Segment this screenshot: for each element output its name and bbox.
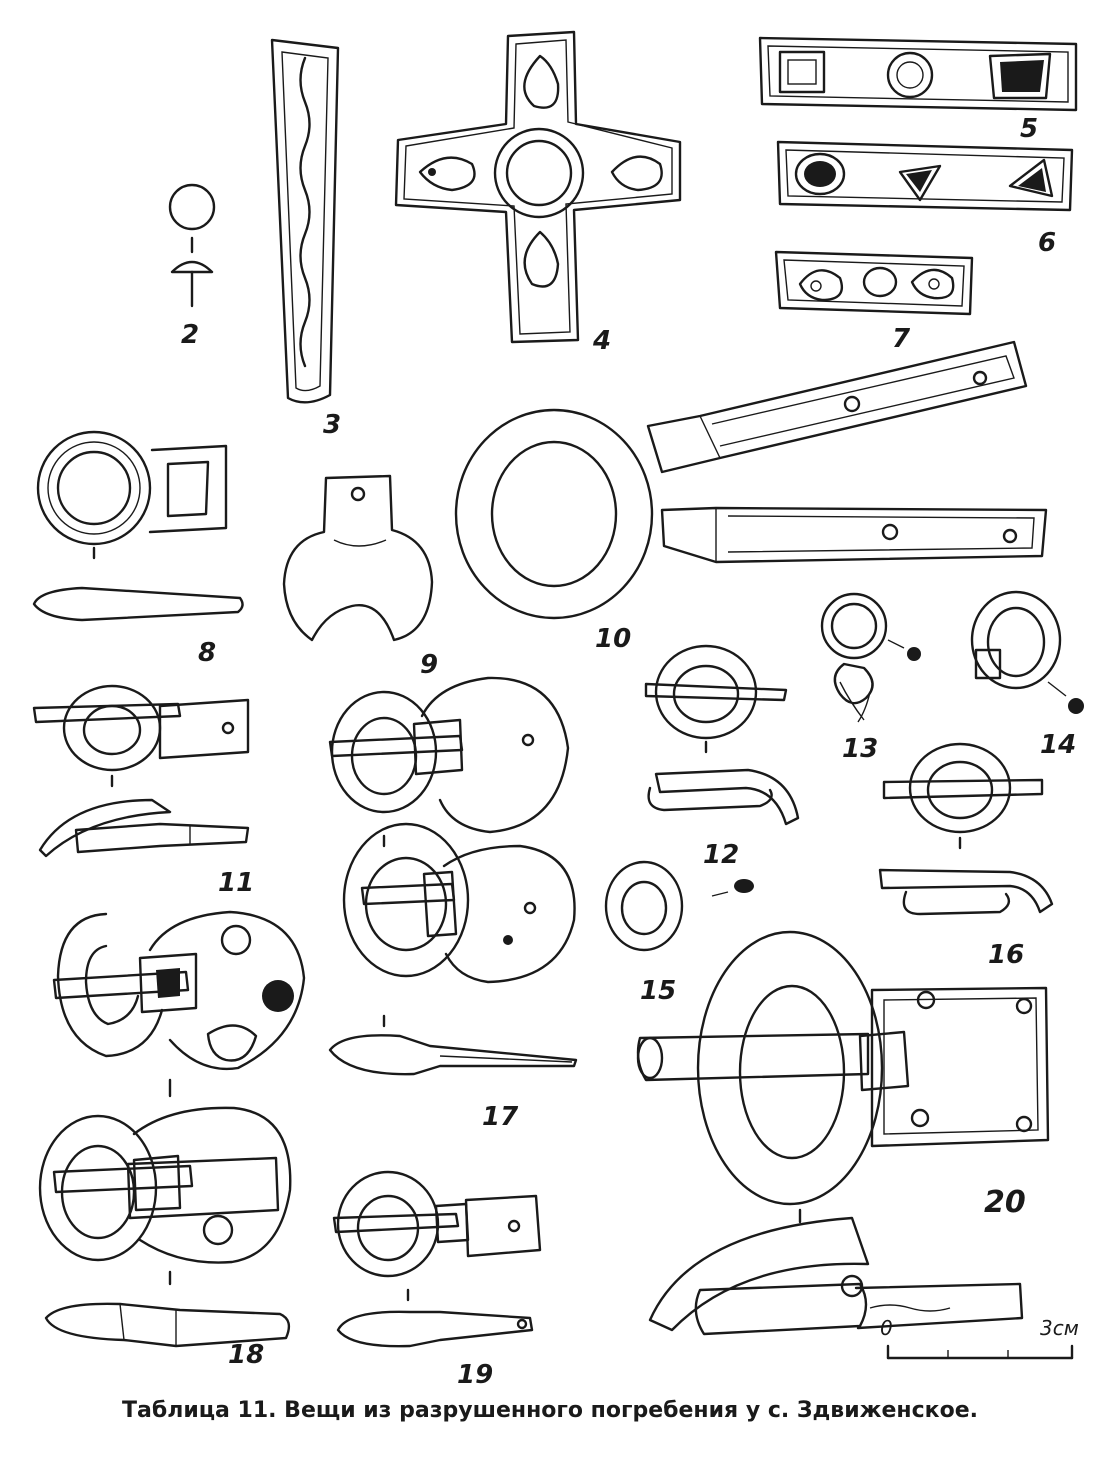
artifact-12-buckle: [644, 644, 800, 826]
artifact-18-buckle: [38, 910, 306, 1348]
figure-number-3: 3: [323, 410, 342, 440]
artifact-2-rivet: [168, 183, 216, 308]
plate-figure: 2 3 4 5 6 7 8 9 10 11 12 13 14 15 16 17 …: [32, 30, 1084, 1390]
figure-number-11: 11: [218, 868, 255, 898]
artifact-7-plaque: [774, 250, 974, 316]
figure-number-6: 6: [1038, 228, 1057, 258]
artifact-3-strap-end: [270, 38, 340, 404]
artifact-13-ring: [820, 592, 921, 723]
artifact-14-ring: [970, 590, 1084, 714]
artifact-9-pendant: [282, 474, 434, 642]
artifact-11-buckle: [32, 684, 250, 858]
artifact-20-buckle: [636, 930, 1050, 1336]
figure-number-17: 17: [482, 1102, 519, 1132]
scale-bar: [886, 1344, 1074, 1360]
figure-number-8: 8: [198, 638, 217, 668]
figure-number-18-visible: 18: [228, 1340, 265, 1370]
artifact-5-plaque: [758, 36, 1078, 112]
artifact-15-ring: [604, 860, 754, 952]
figure-number-20: 20: [984, 1185, 1026, 1220]
figure-number-2: 2: [181, 320, 200, 350]
plate-caption: Таблица 11. Вещи из разрушенного погребе…: [122, 1398, 978, 1423]
figure-number-9: 9: [420, 650, 439, 680]
figure-number-10: 10: [595, 624, 632, 654]
artifact-19-buckle: [332, 1170, 542, 1348]
figure-number-13: 13: [842, 734, 879, 764]
figure-number-19: 19: [457, 1360, 494, 1390]
artifact-drawings: [32, 30, 1084, 1360]
figure-number-14: 14: [1040, 730, 1077, 760]
scale-end-label: 3см: [1040, 1316, 1079, 1340]
figure-number-7: 7: [892, 324, 911, 354]
artifact-10-ring-and-straps: [454, 340, 1048, 620]
figure-number-16: 16: [988, 940, 1025, 970]
artifact-17-buckle: [328, 676, 578, 1076]
artifact-8-buckle: [32, 430, 244, 622]
scale-start-label: 0: [880, 1316, 893, 1340]
figure-number-5: 5: [1020, 114, 1039, 144]
artifact-6-plaque: [776, 140, 1074, 212]
figure-number-12: 12: [703, 840, 740, 870]
figure-number-4: 4: [593, 326, 612, 356]
artifact-16-buckle: [878, 742, 1054, 916]
artifact-4-cross: [394, 30, 682, 344]
figure-number-15: 15: [640, 976, 677, 1006]
